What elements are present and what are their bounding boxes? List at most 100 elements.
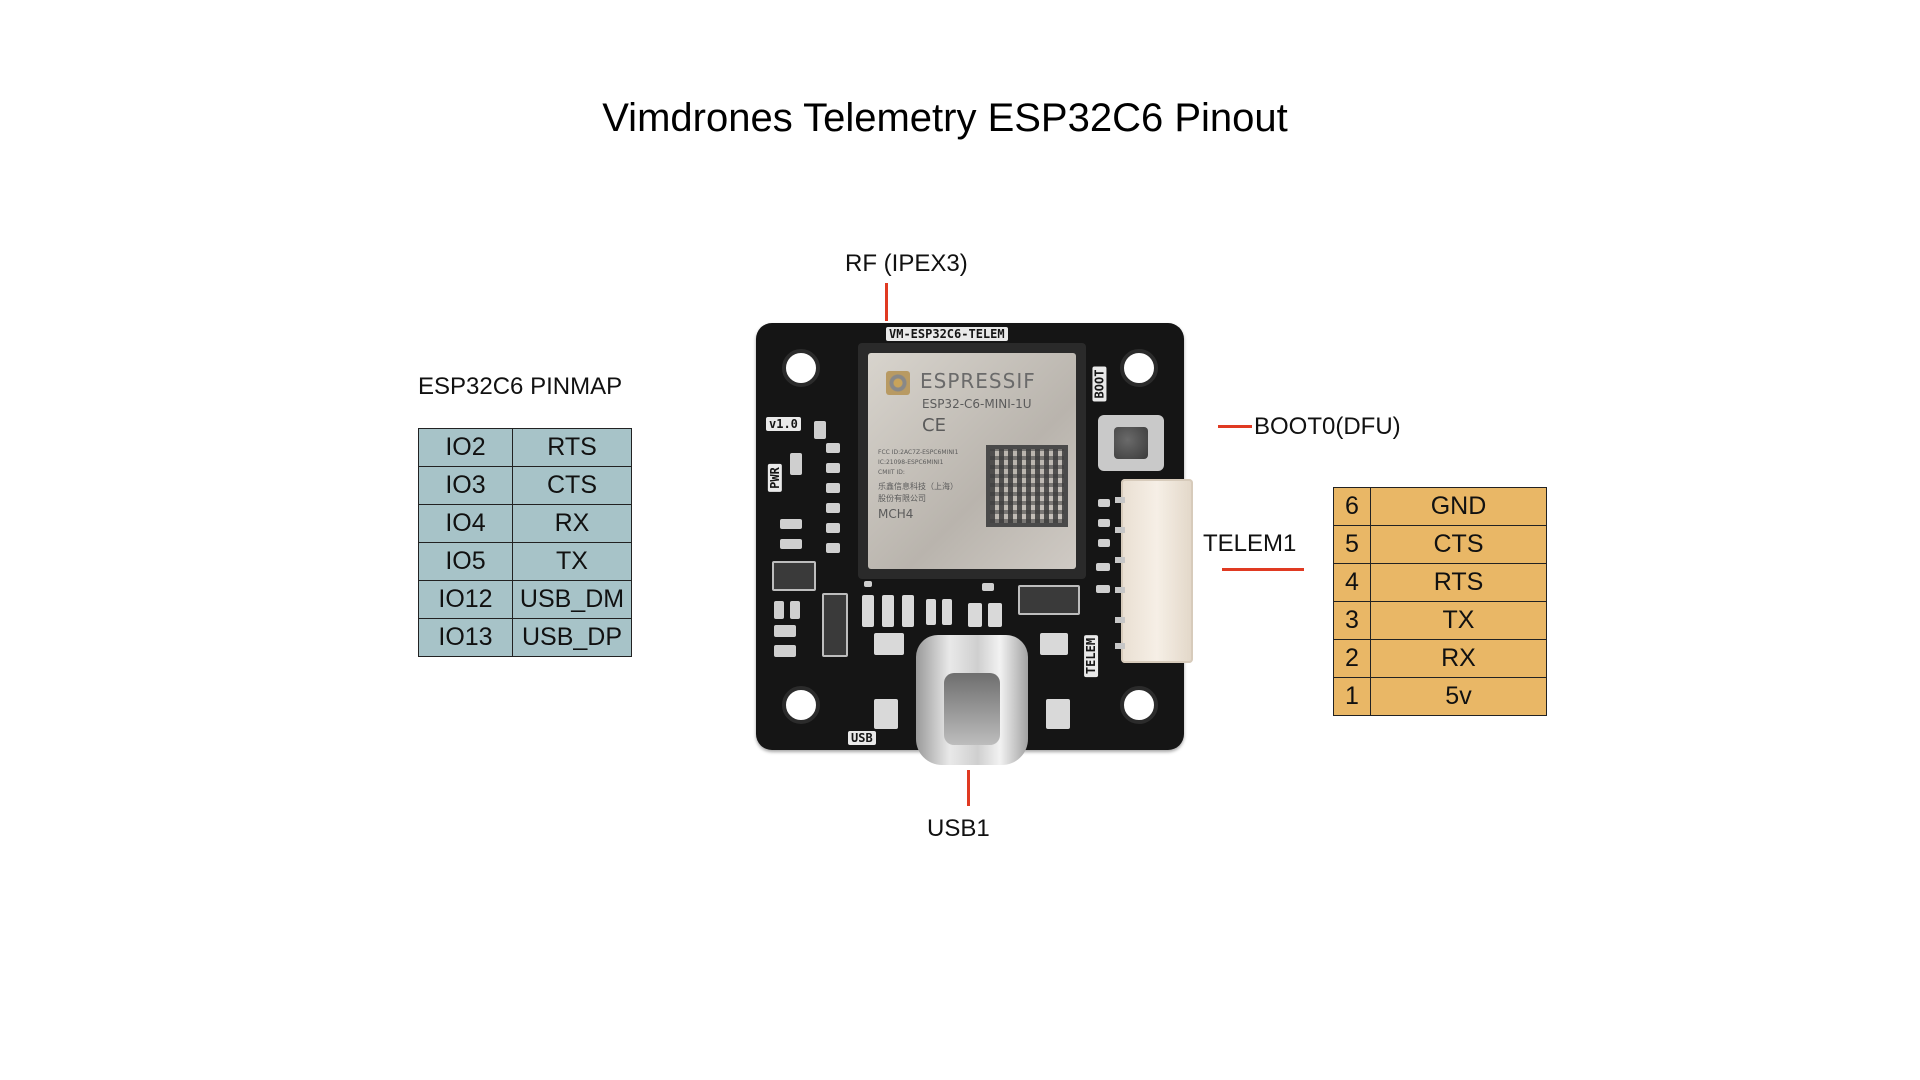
telem1-pin-number-cell: 1 [1333, 677, 1371, 716]
telem-leader-line [1222, 568, 1304, 571]
voltage-regulator-chip [772, 561, 816, 591]
table-row: 5 CTS [1333, 525, 1547, 564]
pinmap-function-cell: USB_DP [512, 618, 632, 657]
pinmap-function-cell: TX [512, 542, 632, 581]
table-row: 2 RX [1333, 639, 1547, 678]
smd-capacitor [826, 463, 840, 473]
telem1-connector [1115, 479, 1193, 663]
rf-label: RF (IPEX3) [845, 250, 968, 277]
usb-label: USB1 [927, 815, 990, 842]
telem1-signal-cell: CTS [1370, 525, 1547, 564]
mounting-hole [782, 686, 820, 724]
table-row: IO12 USB_DM [418, 580, 632, 619]
smd-capacitor [826, 483, 840, 493]
telem1-pin-number-cell: 5 [1333, 525, 1371, 564]
smd-resistor [982, 583, 994, 591]
board-name-silkscreen: VM-ESP32C6-TELEM [886, 327, 1008, 341]
smd-capacitor [826, 443, 840, 453]
table-row: IO3 CTS [418, 466, 632, 505]
pinmap-function-cell: RX [512, 504, 632, 543]
connector-pin [1115, 497, 1125, 503]
smd-resistor [790, 601, 800, 619]
smd-component [968, 603, 982, 627]
usb-silkscreen: USB [848, 731, 876, 745]
connector-pin [1115, 643, 1125, 649]
connector-pin [1115, 587, 1125, 593]
smd-capacitor [780, 519, 802, 529]
usb-mount-pad [874, 699, 898, 729]
usb-mount-pad [1046, 699, 1070, 729]
diode-component [822, 593, 848, 657]
module-ic-id: IC:21098-ESPC6MINI1 [878, 459, 944, 466]
module-shield: ESPRESSIF ESP32-C6-MINI-1U CE FCC ID:2AC… [868, 353, 1076, 569]
smd-capacitor [1098, 499, 1110, 507]
module-maker-line2: 股份有限公司 [878, 494, 926, 503]
module-brand: ESPRESSIF [920, 369, 1036, 393]
telem1-signal-cell: 5v [1370, 677, 1547, 716]
telem1-pin-number-cell: 3 [1333, 601, 1371, 640]
pinmap-function-cell: CTS [512, 466, 632, 505]
smd-component [862, 595, 874, 627]
smd-capacitor [826, 503, 840, 513]
boot-button [1098, 415, 1164, 471]
module-fcc-id: FCC ID:2AC7Z-ESPC6MINI1 [878, 449, 959, 456]
telem1-signal-cell: RTS [1370, 563, 1547, 602]
module-cmiit-id: CMIIT ID: [878, 469, 905, 476]
smd-capacitor [826, 523, 840, 533]
smd-capacitor [774, 625, 796, 637]
telem1-table: 6 GND 5 CTS 4 RTS 3 TX 2 RX 1 5v [1333, 487, 1547, 716]
telem1-signal-cell: GND [1370, 487, 1547, 526]
connector-pin [1115, 557, 1125, 563]
smd-component [882, 595, 894, 627]
telem-silkscreen: TELEM [1084, 634, 1099, 678]
table-row: 4 RTS [1333, 563, 1547, 602]
smd-component [902, 595, 914, 627]
usb-mount-pad [874, 633, 904, 655]
page-title: Vimdrones Telemetry ESP32C6 Pinout [602, 96, 1288, 140]
pinmap-gpio-cell: IO13 [418, 618, 513, 657]
rf-leader-line [885, 283, 888, 321]
boot-silkscreen: BOOT [1092, 366, 1107, 402]
usb-mount-pad [1040, 633, 1068, 655]
table-row: IO5 TX [418, 542, 632, 581]
pinmap-function-cell: RTS [512, 428, 632, 467]
usb-c-port [944, 673, 1000, 745]
pinmap-gpio-cell: IO5 [418, 542, 513, 581]
pinmap-heading: ESP32C6 PINMAP [418, 373, 623, 400]
qr-code [986, 445, 1068, 527]
module-ce-mark: CE [922, 415, 946, 436]
boot-label: BOOT0(DFU) [1254, 413, 1401, 440]
pinmap-gpio-cell: IO12 [418, 580, 513, 619]
smd-resistor [864, 581, 872, 587]
connector-pin [1115, 527, 1125, 533]
smd-capacitor [1096, 585, 1110, 593]
telem-label: TELEM1 [1203, 530, 1297, 557]
smd-component [926, 599, 936, 625]
smd-component [988, 603, 1002, 627]
connector-pin [1115, 617, 1125, 623]
pinmap-table: IO2 RTS IO3 CTS IO4 RX IO5 TX IO12 USB_D… [418, 428, 632, 657]
smd-capacitor [774, 645, 796, 657]
telem1-pin-number-cell: 2 [1333, 639, 1371, 678]
ufl-antenna-connector [886, 371, 910, 395]
smd-resistor [814, 421, 826, 439]
board-version-silkscreen: v1.0 [766, 417, 801, 431]
pinmap-gpio-cell: IO3 [418, 466, 513, 505]
telem1-signal-cell: RX [1370, 639, 1547, 678]
usb-c-connector [916, 635, 1028, 765]
esp32-c6-module: ESPRESSIF ESP32-C6-MINI-1U CE FCC ID:2AC… [858, 343, 1086, 579]
smd-capacitor [1096, 563, 1110, 571]
module-maker: 乐鑫信息科技（上海） [878, 482, 958, 491]
smd-diode [1018, 585, 1080, 615]
table-row: 6 GND [1333, 487, 1547, 526]
pinmap-function-cell: USB_DM [512, 580, 632, 619]
smd-resistor [774, 601, 784, 619]
smd-component [942, 599, 952, 625]
table-row: 3 TX [1333, 601, 1547, 640]
telem1-pin-number-cell: 6 [1333, 487, 1371, 526]
module-model: ESP32-C6-MINI-1U [922, 397, 1032, 411]
mounting-hole [1120, 349, 1158, 387]
smd-capacitor [780, 539, 802, 549]
module-code: MCH4 [878, 507, 914, 521]
telem1-pin-number-cell: 4 [1333, 563, 1371, 602]
